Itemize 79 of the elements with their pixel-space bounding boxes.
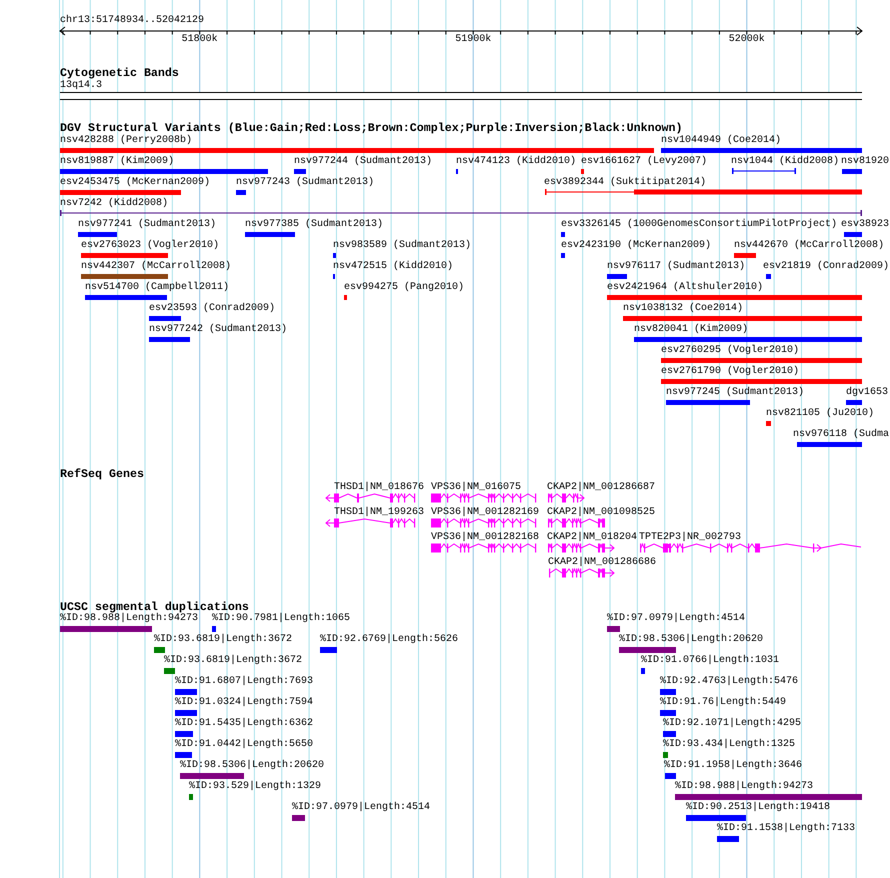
duplication-label: %ID:93.529|Length:1329 [189, 781, 322, 793]
scale-tick-label: 52000k [728, 34, 765, 46]
variant-label: nsv7242 (Kidd2008) [60, 198, 168, 210]
variant-label: nsv1044 (Kidd2008) [731, 156, 840, 168]
duplication-label: %ID:91.5435|Length:6362 [175, 718, 314, 730]
variant-label: esv2423190 (McKernan2009) [561, 240, 712, 252]
duplication-label: %ID:91.0766|Length:1031 [641, 655, 780, 667]
duplication-label: %ID:98.988|Length:94273 [675, 781, 814, 793]
variant-label: nsv474123 (Kidd2010) [456, 156, 576, 168]
variant-label: esv2763023 (Vogler2010) [81, 240, 220, 252]
transcript-label: VPS36|NM_001282168 [431, 532, 540, 543]
variant-label: nsv983589 (Sudmant2013) [333, 240, 472, 252]
transcript-label: TPTE2P3|NR_002793 [639, 532, 742, 543]
variant-label: nsv977245 (Sudmant2013) [666, 386, 804, 398]
track-heading: Cytogenetic Bands [60, 67, 179, 80]
variant-label: nsv977241 (Sudmant2013) [78, 218, 216, 230]
variant-label: nsv819887 (Kim2009) [60, 156, 174, 168]
duplication-label: %ID:91.1958|Length:3646 [664, 760, 802, 772]
duplication-label: %ID:91.0324|Length:7594 [175, 697, 314, 709]
band-label: 13q14.3 [60, 80, 102, 92]
variant-label: nsv977385 (Sudmant2013) [245, 218, 384, 230]
scale-tick-label: 51900k [455, 34, 492, 46]
variant-label: nsv442670 (McCarroll2008) [734, 240, 884, 252]
variant-label: nsv977242 (Sudmant2013) [149, 324, 288, 336]
duplication-label: %ID:93.6819|Length:3672 [154, 634, 292, 646]
variant-label: esv38923 [841, 218, 890, 230]
duplication-label: %ID:98.5306|Length:20620 [619, 634, 764, 646]
duplication-label: %ID:91.6807|Length:7693 [175, 676, 314, 688]
transcript-label: CKAP2|NM_001286687 [547, 482, 656, 493]
variant-label: esv2761790 (Vogler2010) [661, 366, 800, 378]
transcript-label: CKAP2|NM_001286686 [548, 557, 656, 568]
duplication-label: %ID:98.5306|Length:20620 [180, 760, 324, 772]
duplication-label: %ID:91.1538|Length:7133 [717, 823, 856, 835]
variant-label: nsv976117 (Sudmant2013) [607, 260, 746, 272]
genomic-position-label: chr13:51748934..52042129 [60, 15, 204, 27]
variant-label: nsv1044949 (Coe2014) [661, 134, 782, 146]
duplication-label: %ID:92.4763|Length:5476 [660, 676, 798, 688]
variant-label: nsv976118 (Sudma [793, 428, 890, 440]
transcript-label: VPS36|NM_016075 [431, 482, 522, 493]
duplication-label: %ID:91.0442|Length:5650 [175, 739, 314, 751]
duplication-label: %ID:97.0979|Length:4514 [292, 802, 430, 814]
variant-label: esv23593 (Conrad2009) [149, 302, 276, 314]
variant-label: nsv442307 (McCarroll2008) [81, 260, 232, 272]
transcript-label: THSD1|NM_199263 [334, 507, 424, 518]
variant-label: nsv472515 (Kidd2010) [333, 260, 454, 272]
duplication-label: %ID:92.1071|Length:4295 [663, 718, 802, 730]
variant-label: nsv428288 (Perry2008b) [60, 134, 192, 146]
duplication-label: %ID:93.434|Length:1325 [663, 739, 796, 751]
variant-label: nsv81920 [841, 156, 890, 168]
duplication-label: %ID:97.0979|Length:4514 [607, 613, 746, 625]
variant-label: esv2453475 (McKernan2009) [60, 176, 210, 188]
variant-label: dgv1653 [846, 386, 888, 398]
variant-label: esv1661627 (Levy2007) [581, 156, 708, 168]
variant-label: nsv977243 (Sudmant2013) [236, 176, 374, 188]
track-heading: UCSC segmental duplications [60, 601, 249, 614]
transcript-label: CKAP2|NM_018204 [547, 532, 638, 543]
track-heading: RefSeq Genes [60, 468, 144, 481]
variant-label: esv994275 (Pang2010) [344, 282, 464, 294]
scale-tick-label: 51800k [182, 34, 218, 46]
variant-label: nsv821105 (Ju2010) [766, 408, 874, 420]
variant-label: esv2421964 (Altshuler2010) [607, 282, 764, 294]
duplication-label: %ID:92.6769|Length:5626 [320, 634, 458, 646]
transcript-label: VPS36|NM_001282169 [431, 507, 540, 518]
variant-label: esv21819 (Conrad2009) [763, 260, 890, 272]
variant-label: esv2760295 (Vogler2010) [661, 344, 800, 356]
variant-label: nsv977244 (Sudmant2013) [294, 156, 432, 168]
transcript-label: CKAP2|NM_001098525 [547, 507, 656, 518]
variant-label: nsv514700 (Campbell2011) [85, 282, 230, 294]
variant-label: nsv820041 (Kim2009) [634, 324, 748, 336]
duplication-label: %ID:90.2513|Length:19418 [686, 802, 830, 814]
duplication-label: %ID:91.76|Length:5449 [660, 697, 786, 709]
variant-label: esv3892344 (Suktitipat2014) [544, 176, 706, 188]
transcript-label: THSD1|NM_018676 [334, 482, 424, 493]
variant-label: esv3326145 (1000GenomesConsortiumPilotProject) [561, 218, 838, 230]
duplication-label: %ID:93.6819|Length:3672 [164, 655, 302, 667]
duplication-label: %ID:90.7981|Length:1065 [212, 613, 350, 625]
track-heading: DGV Structural Variants (Blue:Gain;Red:Loss;Brown:Complex;Purple:Inversion;Black:Unknown) [60, 122, 683, 134]
variant-label: nsv1038132 (Coe2014) [623, 302, 744, 314]
duplication-label: %ID:98.988|Length:94273 [60, 613, 198, 625]
